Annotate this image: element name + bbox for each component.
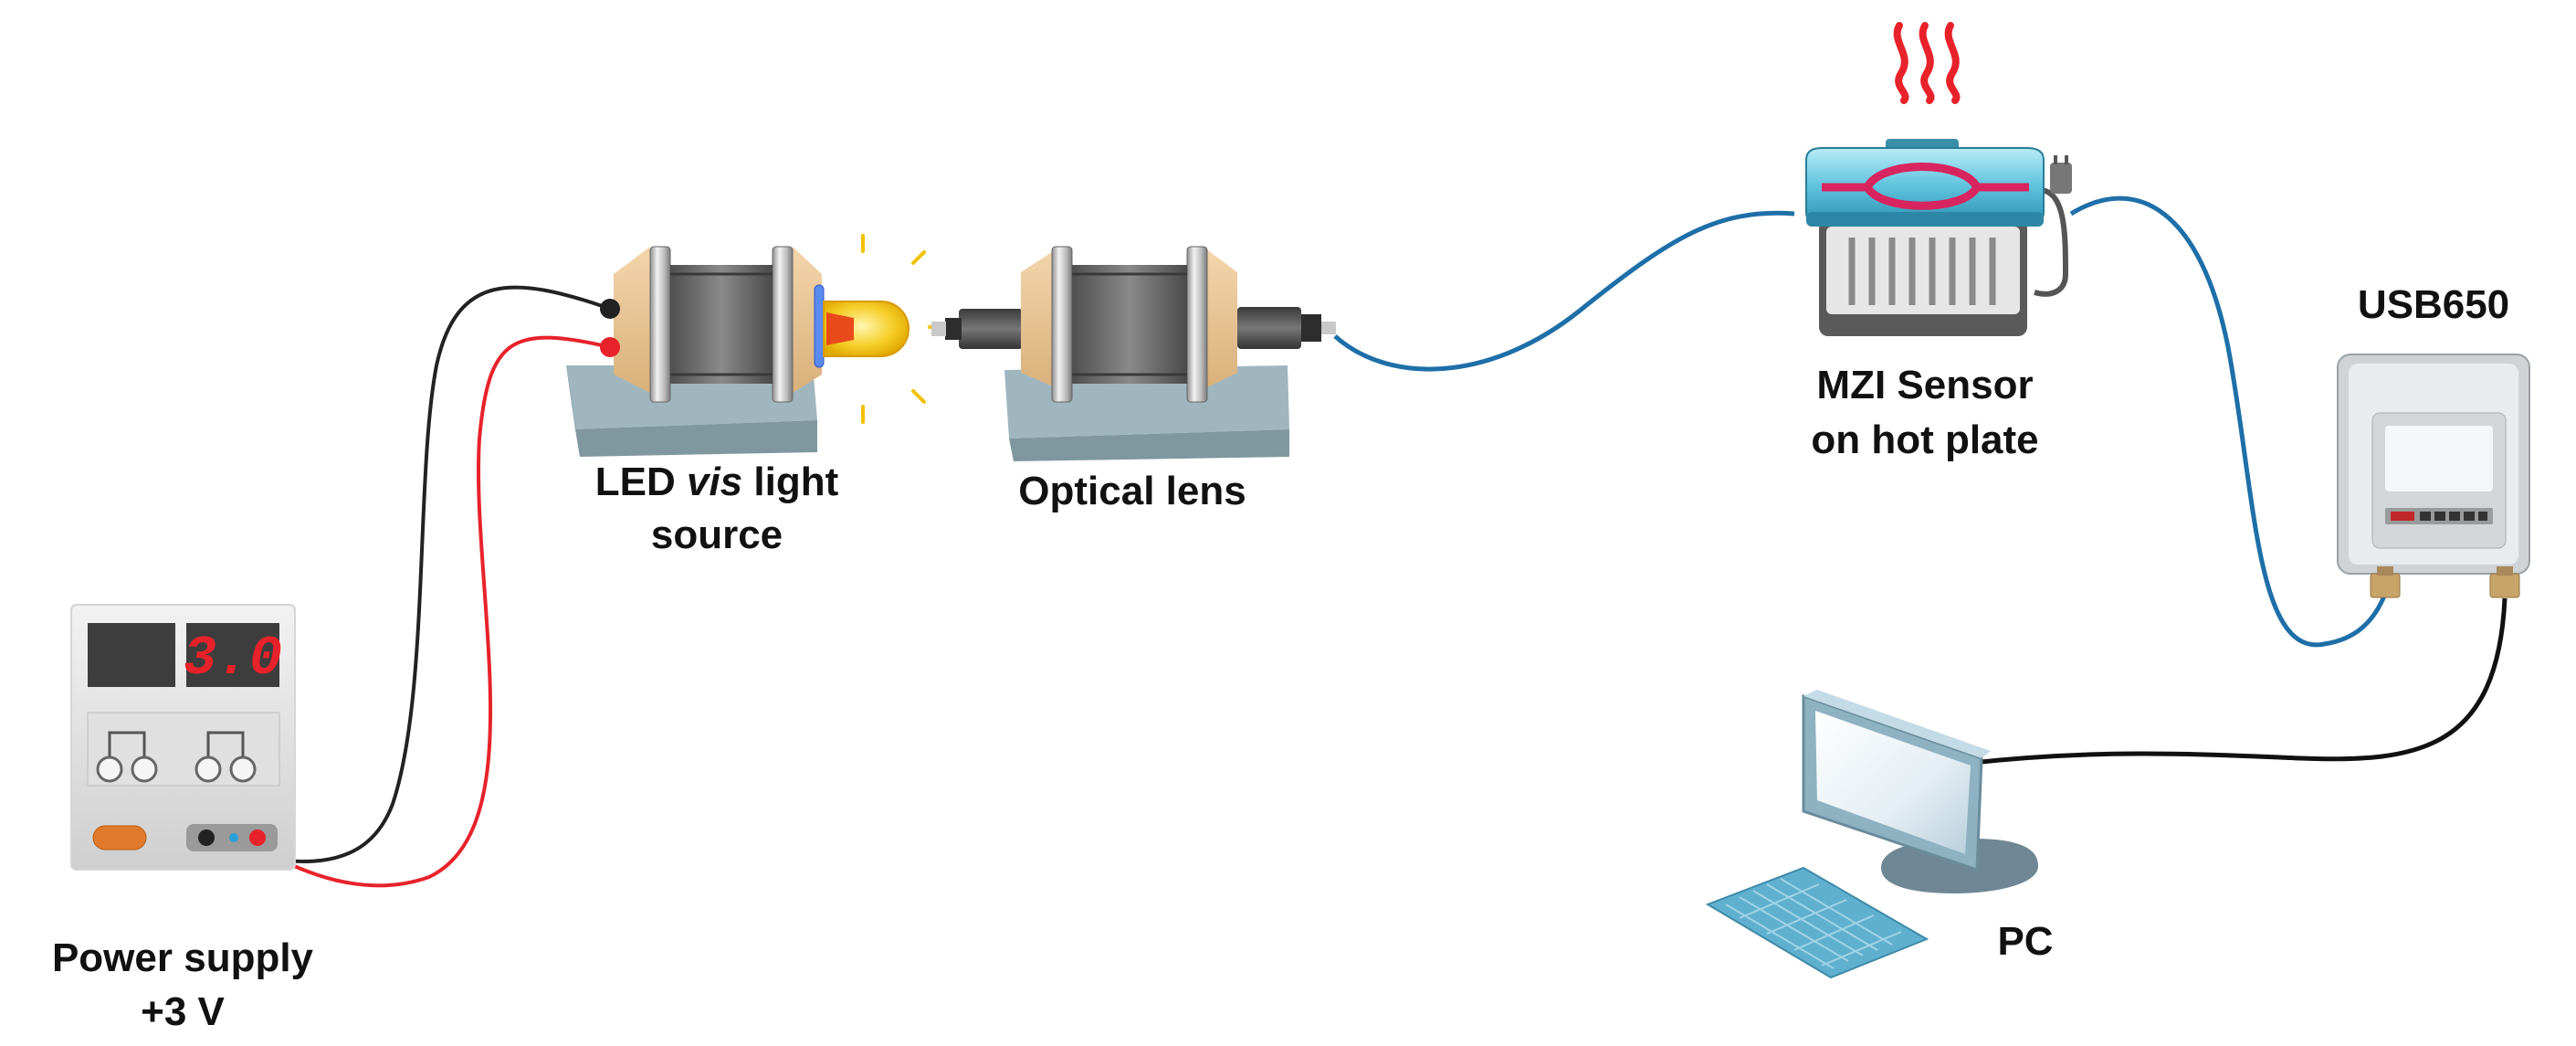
voltage-display-value: 3.0 — [184, 629, 282, 691]
led-light-source-icon — [566, 246, 825, 457]
black-wire — [205, 285, 611, 864]
positive-terminal — [249, 829, 266, 846]
mzi-sensor-label: MZI Sensor — [1816, 363, 2033, 407]
mzi-ring — [1822, 163, 2029, 210]
led-label-prefix: LED — [595, 460, 687, 504]
negative-terminal — [198, 829, 215, 846]
optical-lens-label: Optical lens — [1018, 469, 1246, 513]
power-supply-voltage-label: +3 V — [141, 989, 225, 1034]
hot-plate-icon — [1805, 139, 2072, 336]
power-supply-label: Power supply — [52, 935, 314, 980]
led-source-label: LED vis light — [595, 460, 839, 504]
pc-label: PC — [1997, 919, 2053, 964]
led-source-label-line2: source — [651, 512, 783, 557]
usb650-label: USB650 — [2358, 282, 2509, 327]
voltage-display — [186, 623, 279, 687]
cables — [205, 195, 2508, 888]
led-label-italic: vis — [687, 460, 742, 504]
mzi-hot-plate-label: on hot plate — [1811, 417, 2038, 462]
led-bulb-icon — [823, 234, 946, 424]
optical-lens-icon — [931, 246, 1336, 461]
power-switch — [92, 825, 147, 851]
desktop-pc-icon — [1705, 690, 2038, 979]
usb650-spectrometer-icon — [2337, 354, 2530, 598]
fiber-mzi-to-usb650 — [2069, 195, 2388, 648]
keyboard-icon — [1705, 866, 1929, 979]
usb-cable — [1971, 597, 2508, 766]
heat-waves-icon — [1893, 22, 1961, 104]
led-label-suffix: light — [742, 460, 838, 504]
red-wire — [257, 335, 611, 888]
fiber-lens-to-mzi — [1333, 210, 1795, 372]
power-supply-icon: 3.0 — [70, 604, 296, 871]
